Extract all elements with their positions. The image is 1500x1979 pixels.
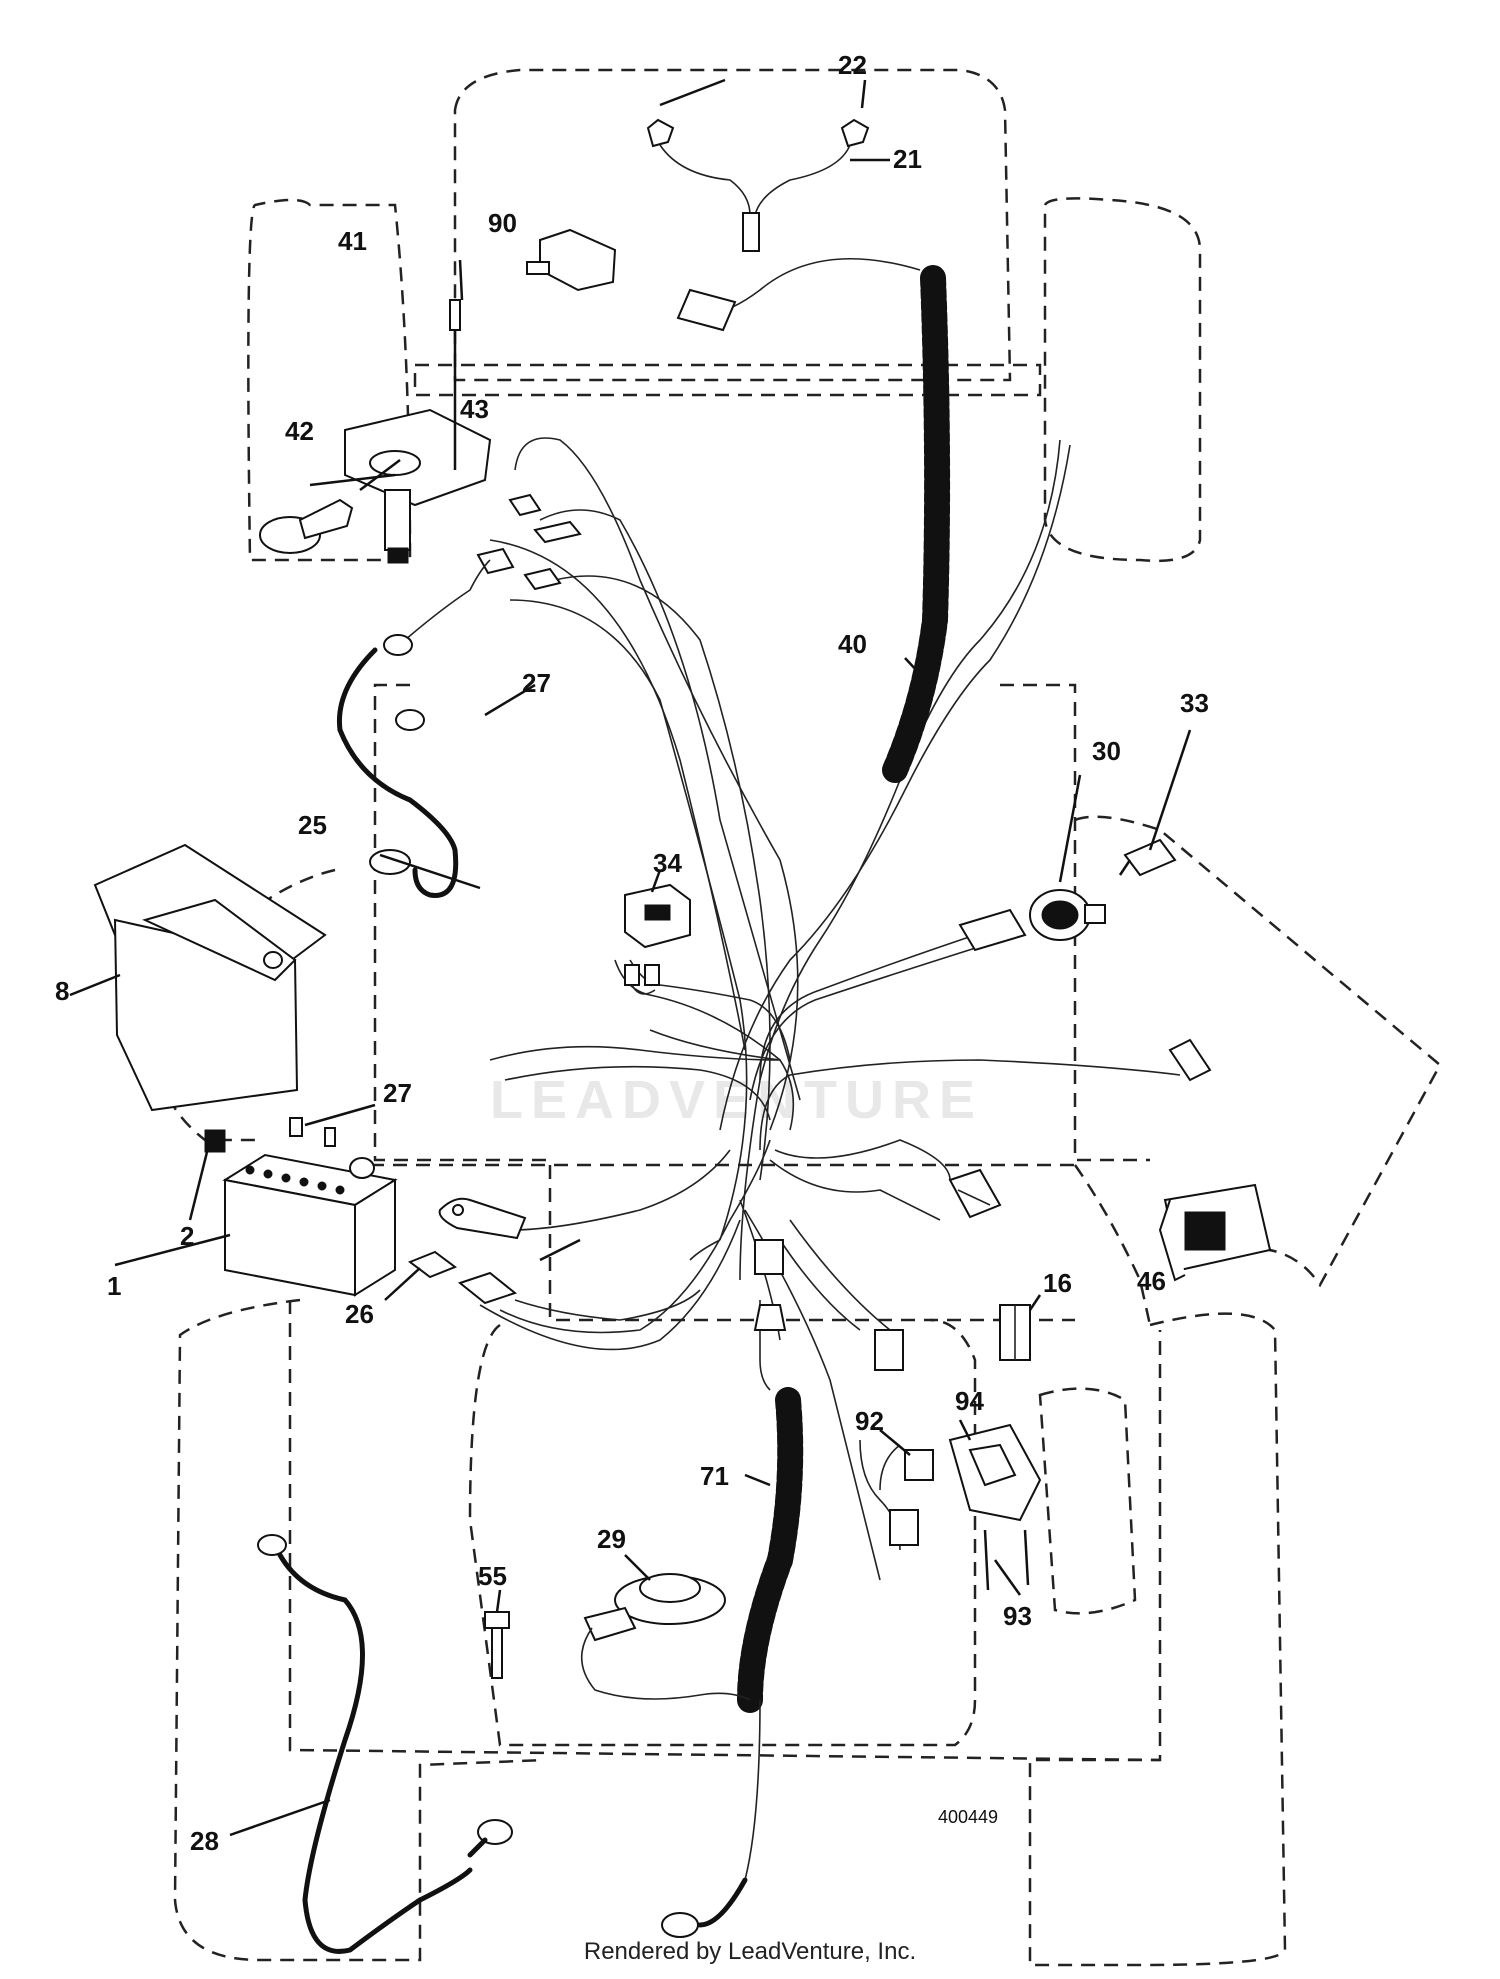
switch-part-90: [526, 228, 617, 292]
callout-21: 21: [893, 144, 922, 174]
harness-conduit-40: [699, 257, 951, 783]
battery-box-8: [93, 843, 327, 1112]
callout-33: 33: [1180, 688, 1209, 718]
callout-8: 8: [55, 976, 69, 1006]
callout-42: 42: [285, 416, 314, 446]
connector-16: [999, 1304, 1031, 1361]
leader-lines: [69, 78, 1192, 1837]
callout-1: 1: [107, 1271, 121, 1301]
callout-40: 40: [838, 629, 867, 659]
seat-plate: [1038, 1387, 1137, 1615]
ground-cable-28: [257, 1534, 513, 1954]
callout-71: 71: [700, 1461, 729, 1491]
battery-1: [204, 1117, 398, 1297]
callout-46: 46: [1137, 1266, 1166, 1296]
connector-92: [889, 1449, 934, 1546]
callout-25: 25: [298, 810, 327, 840]
diagram-id: 400449: [938, 1807, 998, 1827]
battery-cable-25: [336, 647, 459, 898]
switch-terminals: [383, 493, 582, 731]
center-connectors: [753, 1239, 904, 1371]
ring-terminal: [438, 1197, 527, 1240]
relay-30: [1029, 889, 1106, 941]
callout-30: 30: [1092, 736, 1121, 766]
callout-27b: 27: [383, 1078, 412, 1108]
callout-22: 22: [838, 50, 867, 80]
callout-93: 93: [1003, 1601, 1032, 1631]
ignition-switch-43: [344, 299, 492, 564]
harness-conduit-71: [737, 1387, 804, 1881]
callout-43: 43: [460, 394, 489, 424]
tractor-outline: [154, 68, 1442, 1967]
plug-connector: [958, 908, 1027, 952]
fuse-26: [407, 1250, 701, 1321]
connector-right: [1168, 1038, 1212, 1082]
rendered-by-footer: Rendered by LeadVenture, Inc.: [583, 1938, 917, 1965]
seat-switch-94: [948, 1423, 1042, 1591]
callout-2: 2: [180, 1221, 194, 1251]
callout-26: 26: [345, 1299, 374, 1329]
connector-33: [1118, 838, 1177, 877]
callout-90: 90: [488, 208, 517, 238]
ground-lead-71: [661, 1877, 748, 1938]
callout-55: 55: [478, 1561, 507, 1591]
key-part-42: [259, 498, 354, 554]
callout-94: 94: [955, 1386, 984, 1416]
bolt-55: [484, 1611, 510, 1679]
callout-34: 34: [653, 848, 682, 878]
callout-92: 92: [855, 1406, 884, 1436]
callout-28: 28: [190, 1826, 219, 1856]
light-46: [1158, 1183, 1272, 1282]
watermark-text: LEADVENTURE: [490, 1070, 983, 1130]
callout-41: 41: [338, 226, 367, 256]
callout-27a: 27: [522, 668, 551, 698]
multi-plug-connector: [948, 1168, 1002, 1219]
callout-29: 29: [597, 1524, 626, 1554]
horn-29: [580, 1573, 751, 1701]
callout-labels: 22 21 90 41 43 42 40 27 33 30 25 34 8 27…: [55, 50, 1209, 1856]
switch-34: [624, 883, 691, 995]
callout-16: 16: [1043, 1268, 1072, 1298]
headlight-harness: [646, 118, 870, 332]
